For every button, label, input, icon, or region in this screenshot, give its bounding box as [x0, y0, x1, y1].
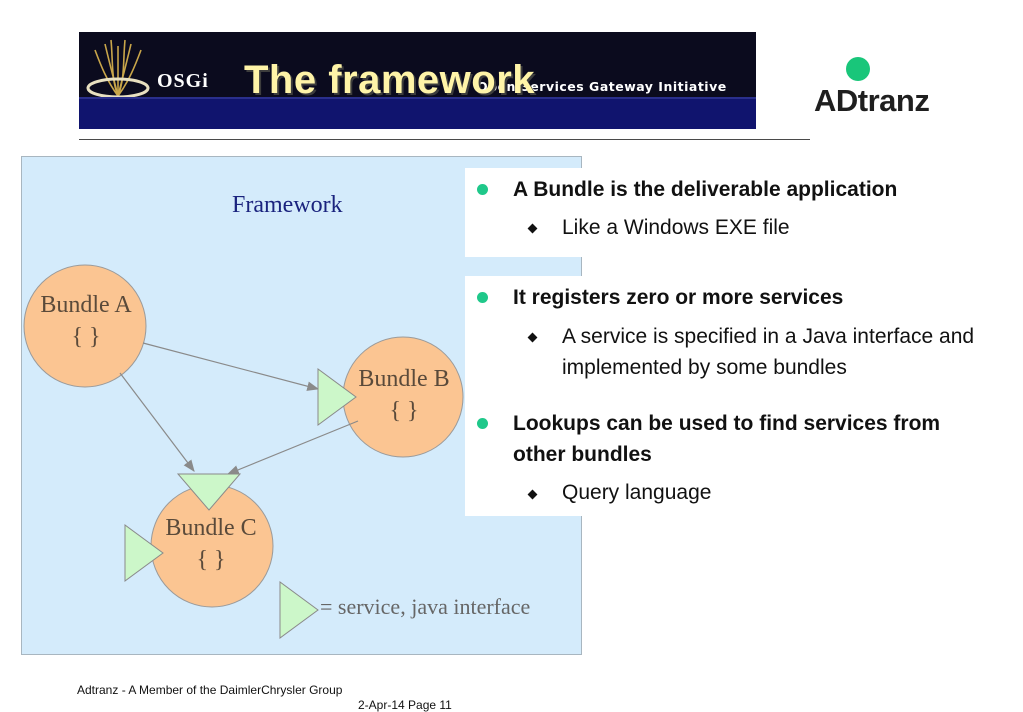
bundle-b-body: { } — [389, 397, 419, 424]
bundle-a-circle — [23, 264, 147, 388]
bullet-dot-icon — [477, 184, 488, 195]
bundle-a-name: Bundle A — [40, 292, 132, 318]
arrow-a-to-c — [119, 372, 195, 472]
legend-text: = service, java interface — [320, 594, 531, 619]
sub-bullet-java-interface: A service is specified in a Java interfa… — [562, 325, 975, 379]
service-b-triangle — [317, 368, 357, 426]
slide-title: The framework — [244, 58, 536, 102]
bullet-dot-icon — [477, 418, 488, 429]
header-rule — [79, 139, 810, 140]
bundle-b-label: Bundle B { } — [343, 364, 465, 428]
footer-date-page: 2-Apr-14 Page 11 — [358, 698, 452, 712]
bundle-a-body: { } — [71, 323, 101, 350]
bundle-b-name: Bundle B — [358, 366, 450, 392]
bullet-lookups: Lookups can be used to find services fro… — [513, 412, 941, 466]
adtranz-logo-dot-icon — [846, 57, 870, 81]
framework-label: Framework — [232, 192, 343, 218]
callout-registers — [465, 276, 995, 409]
arrow-a-to-b — [142, 342, 320, 391]
arrow-b-to-c — [226, 420, 359, 475]
sub-bullet-windows-exe: Like a Windows EXE file — [562, 216, 790, 239]
title-banner: OSGi Open Services Gateway Initiative Th… — [79, 32, 756, 129]
osgi-logo-text: OSGi — [157, 70, 209, 92]
legend-service-triangle — [279, 581, 319, 639]
bundle-a-label: Bundle A { } — [25, 290, 147, 354]
service-c-left-triangle — [124, 524, 164, 582]
callout-lookups — [465, 404, 995, 516]
bundle-c-name: Bundle C — [165, 515, 257, 541]
banner-subtitle: Open Services Gateway Initiative — [477, 79, 727, 94]
bundle-c-label: Bundle C { } — [150, 513, 272, 577]
bullet-dot-icon — [477, 292, 488, 303]
service-c-top-triangle — [176, 473, 242, 511]
callout-bundle — [465, 168, 995, 257]
bullet-bundle-deliverable: A Bundle is the deliverable application — [513, 178, 898, 201]
bullet-registers-services: It registers zero or more services — [513, 286, 844, 309]
adtranz-logo: ADtranz — [814, 83, 930, 118]
banner-band — [79, 97, 756, 129]
footer-company: Adtranz - A Member of the DaimlerChrysle… — [77, 683, 343, 697]
sub-bullet-query-language: Query language — [562, 481, 712, 504]
bundle-c-body: { } — [196, 546, 226, 573]
